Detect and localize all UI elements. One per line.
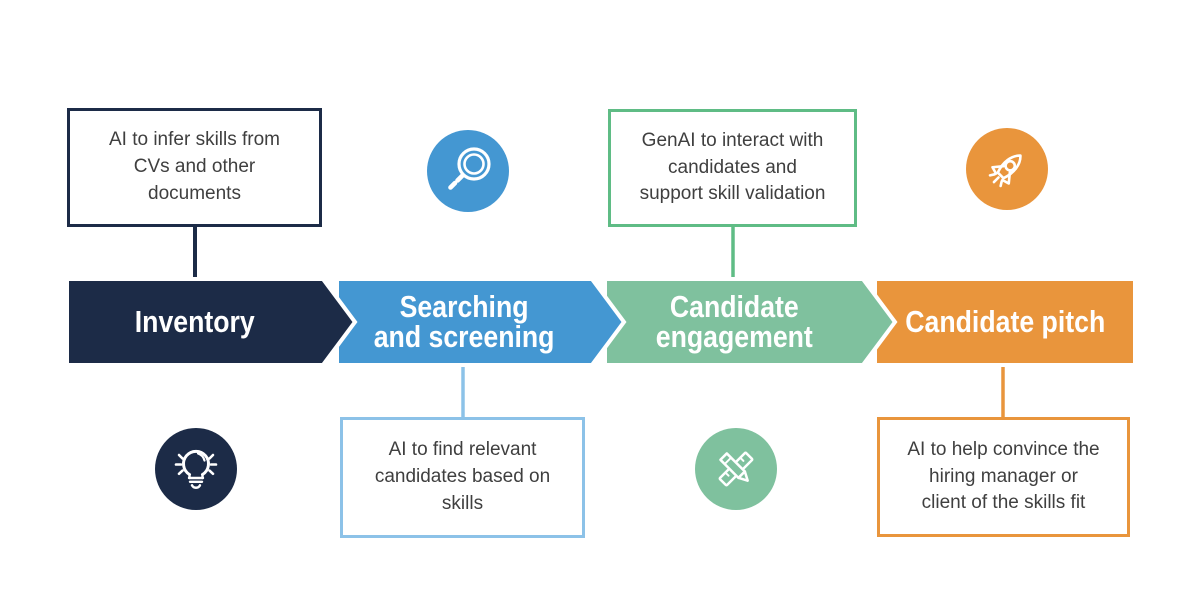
callout-pitch-note: AI to help convince the hiring manager o…	[877, 417, 1130, 537]
callout-pitch-note-text: AI to help convince the hiring manager o…	[907, 438, 1100, 514]
callout-inventory-note-text: AI to infer skills from CVs and other do…	[108, 129, 281, 204]
stage-arrow-candidate-engagement	[603, 277, 898, 367]
stage-arrow-inventory	[65, 277, 358, 367]
rocket-icon	[966, 128, 1048, 210]
callout-inventory-note: AI to infer skills from CVs and other do…	[67, 108, 322, 227]
magnifier-icon	[427, 130, 509, 212]
lightbulb-icon-circle	[155, 428, 237, 510]
callout-engagement-note-text: GenAI to interact with candidates and su…	[639, 129, 826, 205]
callout-searching-note-text: AI to find relevant candidates based on …	[374, 439, 551, 514]
callout-engagement-note: GenAI to interact with candidates and su…	[608, 109, 857, 227]
callout-searching-note: AI to find relevant candidates based on …	[340, 417, 585, 538]
lightbulb-icon	[155, 428, 237, 510]
pencil-ruler-icon	[695, 428, 777, 510]
stage-arrow-searching-and-screening	[335, 277, 627, 367]
stage-arrow-candidate-pitch	[873, 277, 1137, 367]
